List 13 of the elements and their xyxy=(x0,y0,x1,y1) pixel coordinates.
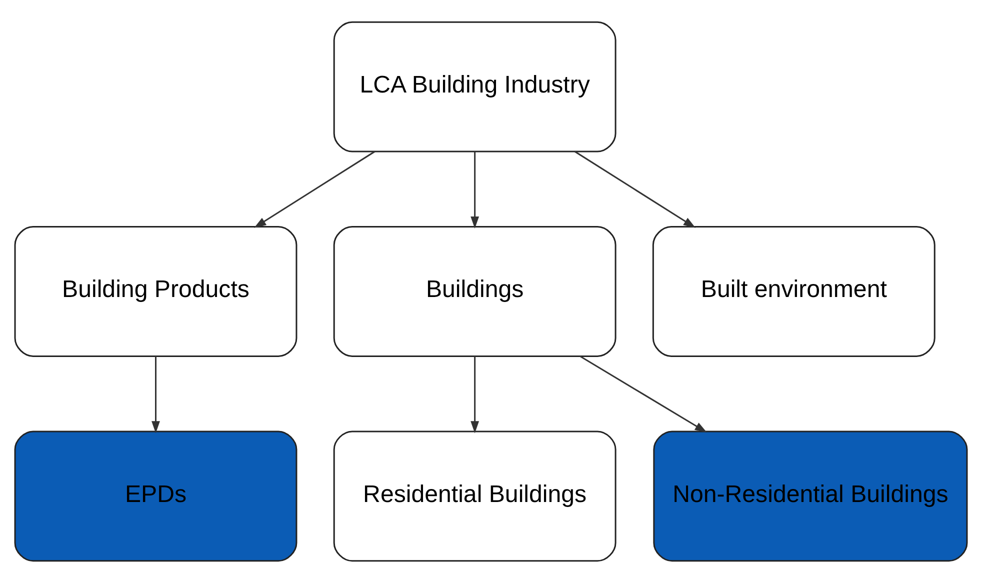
arrow xyxy=(579,355,706,432)
node-box: Buildings xyxy=(332,226,616,356)
arrow xyxy=(470,151,479,228)
node-box: EPDs xyxy=(14,430,297,562)
node-box: Building Products xyxy=(14,226,297,356)
node-box: Non-Residential Buildings xyxy=(652,430,968,562)
node-box: LCA Building Industry xyxy=(332,20,616,152)
arrow xyxy=(151,356,160,433)
node-box: Built environment xyxy=(652,226,935,356)
arrow xyxy=(574,150,696,228)
arrow xyxy=(470,356,479,433)
node-box: Residential Buildings xyxy=(332,430,616,562)
arrow xyxy=(254,150,375,228)
